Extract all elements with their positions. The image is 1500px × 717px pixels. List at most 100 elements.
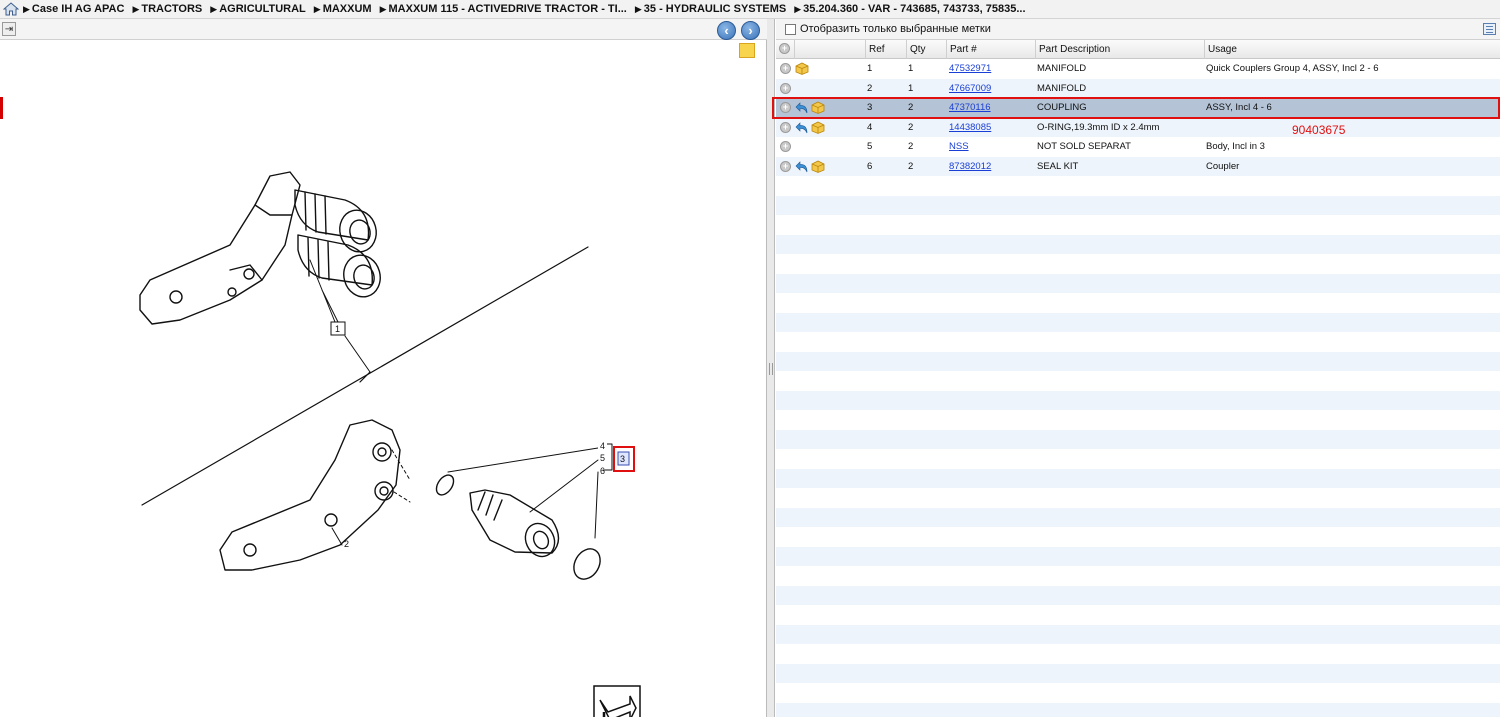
- expand-all-icon[interactable]: +: [779, 43, 790, 54]
- part-number-cell: 47532971: [949, 59, 991, 79]
- qty-column-header[interactable]: Qty: [906, 40, 946, 59]
- package-icon[interactable]: [811, 121, 825, 134]
- usage-column-header[interactable]: Usage: [1204, 40, 1500, 59]
- empty-row: [776, 273, 1500, 293]
- expand-row-icon[interactable]: +: [780, 121, 791, 133]
- part-number-link[interactable]: 47532971: [949, 63, 992, 74]
- callout-3: 3: [620, 454, 625, 464]
- part-number-link[interactable]: 14438085: [949, 121, 992, 133]
- description-column-header[interactable]: Part Description: [1035, 40, 1204, 59]
- filter-label: Отобразить только выбранные метки: [800, 23, 991, 35]
- qty-cell: 1: [908, 63, 914, 74]
- expand-row-icon[interactable]: +: [780, 141, 791, 152]
- breadcrumb-item[interactable]: ▶35 - HYDRAULIC SYSTEMS: [634, 3, 787, 15]
- table-row[interactable]: +4 2 14438085 O-RING,19.3mm ID x 2.4mm: [776, 117, 1500, 137]
- reply-arrow-icon[interactable]: [795, 102, 808, 114]
- description-cell: O-RING,19.3mm ID x 2.4mm: [1037, 121, 1160, 133]
- breadcrumb-item[interactable]: ▶TRACTORS: [132, 3, 203, 15]
- ref-cell: 4: [867, 121, 873, 133]
- part-number-cell: NSS: [949, 137, 969, 157]
- qty-cell: 2: [908, 121, 914, 133]
- callout-4[interactable]: 4: [600, 441, 605, 451]
- next-diagram-icon[interactable]: [593, 685, 641, 717]
- description-cell: SEAL KIT: [1037, 160, 1079, 172]
- empty-row: [776, 488, 1500, 508]
- reply-arrow-icon[interactable]: [795, 160, 808, 173]
- coupler-lower: [469, 489, 560, 554]
- empty-row: [776, 351, 1500, 371]
- splitter-grip[interactable]: [769, 363, 773, 375]
- empty-row: [776, 624, 1500, 644]
- empty-row: [776, 449, 1500, 469]
- description-cell: MANIFOLD: [1037, 63, 1087, 74]
- breadcrumb-item[interactable]: ▶AGRICULTURAL: [210, 3, 306, 15]
- part-number-cell: 47370116: [949, 98, 991, 118]
- breadcrumb-item[interactable]: ▶35.204.360 - VAR - 743685, 743733, 7583…: [794, 3, 1026, 15]
- manifold-body-lower: [219, 419, 401, 571]
- reply-arrow-icon[interactable]: [795, 121, 808, 134]
- part-number-column-header[interactable]: Part #: [946, 40, 1035, 59]
- show-selected-checkbox[interactable]: [785, 23, 796, 35]
- part-number-link[interactable]: NSS: [949, 141, 969, 152]
- qty-cell: 1: [908, 82, 914, 94]
- empty-row: [776, 332, 1500, 352]
- expand-row-icon[interactable]: +: [780, 82, 791, 94]
- breadcrumb-item[interactable]: ▶MAXXUM 115 - ACTIVEDRIVE TRACTOR - TI..…: [379, 3, 627, 15]
- expand-row-icon[interactable]: +: [780, 63, 791, 74]
- callout-3-highlight[interactable]: [613, 446, 635, 472]
- empty-row: [776, 254, 1500, 274]
- empty-row: [776, 312, 1500, 332]
- expand-pane-icon[interactable]: ⇥: [2, 22, 16, 36]
- list-view-icon[interactable]: [1483, 23, 1496, 35]
- empty-row: [776, 176, 1500, 196]
- description-cell: NOT SOLD SEPARAT: [1037, 141, 1131, 152]
- expand-row-icon[interactable]: +: [780, 102, 791, 113]
- callout-6[interactable]: 6: [600, 466, 605, 476]
- description-cell: COUPLING: [1037, 102, 1087, 113]
- back-arrow-icon[interactable]: ‹: [717, 21, 736, 40]
- empty-row: [776, 683, 1500, 703]
- description-cell: MANIFOLD: [1037, 82, 1087, 94]
- empty-row: [776, 644, 1500, 664]
- callout-5[interactable]: 5: [600, 453, 605, 463]
- breadcrumb-item[interactable]: ▶MAXXUM: [313, 3, 372, 15]
- qty-cell: 2: [908, 141, 914, 152]
- coupler-upper-1: [294, 189, 370, 241]
- part-number-link[interactable]: 47667009: [949, 82, 992, 94]
- empty-row: [776, 527, 1500, 547]
- position-marker: [0, 97, 3, 119]
- manifold-body-upper: [139, 171, 301, 325]
- expand-row-icon[interactable]: +: [780, 160, 791, 172]
- home-icon[interactable]: [3, 2, 19, 16]
- svg-text:1: 1: [335, 324, 340, 334]
- part-number-link[interactable]: 87382012: [949, 160, 992, 172]
- forward-arrow-icon[interactable]: ›: [741, 21, 760, 40]
- part-number-link[interactable]: 47370116: [949, 102, 991, 113]
- empty-row: [776, 663, 1500, 683]
- package-icon[interactable]: [795, 62, 809, 75]
- ref-cell: 3: [867, 102, 873, 113]
- empty-row: [776, 410, 1500, 430]
- annotation-number: 90403675: [1292, 123, 1346, 137]
- callout-1[interactable]: [330, 321, 346, 336]
- qty-cell: 2: [908, 160, 914, 172]
- usage-cell: Coupler: [1206, 160, 1240, 172]
- callout-2[interactable]: 2: [344, 539, 349, 549]
- package-icon[interactable]: [811, 101, 825, 114]
- package-icon[interactable]: [811, 160, 825, 173]
- empty-row: [776, 195, 1500, 215]
- exploded-parts-diagram: 1 2 4 5 6 3: [139, 171, 641, 717]
- ref-cell: 5: [867, 141, 873, 152]
- pane-splitter[interactable]: [767, 19, 775, 717]
- expand-all-column[interactable]: +: [776, 40, 794, 59]
- note-icon[interactable]: [739, 43, 755, 58]
- diagram-pane: ⇥ ‹ ›: [0, 19, 767, 717]
- ref-column-header[interactable]: Ref: [865, 40, 906, 59]
- empty-row: [776, 546, 1500, 566]
- breadcrumb-item[interactable]: ▶Case IH AG APAC: [23, 3, 125, 15]
